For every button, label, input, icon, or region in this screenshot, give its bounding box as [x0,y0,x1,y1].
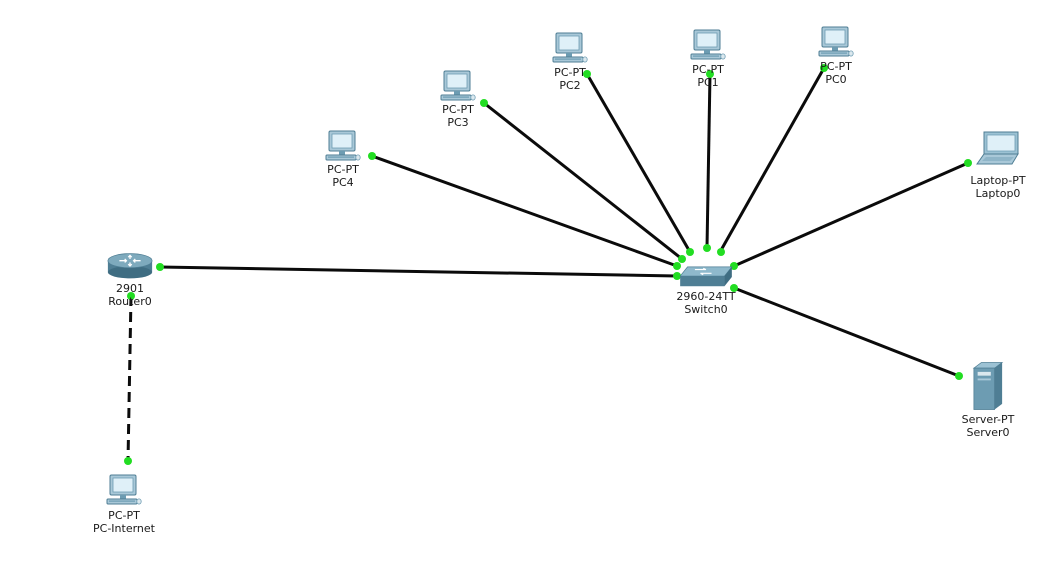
port-switch0-pc1[interactable] [703,244,711,252]
pc-icon[interactable] [552,32,588,64]
device-model-label: PC-PT [327,163,359,176]
port-switch0-pc4[interactable] [673,262,681,270]
laptop-icon[interactable] [975,130,1021,166]
device-pc-internet[interactable]: PC-PT PC-Internet [93,490,155,535]
port-switch0-router0[interactable] [673,272,681,280]
device-model-label: PC-PT [108,509,140,522]
link-switch0-laptop0[interactable] [730,159,972,270]
device-name-label: Laptop0 [975,187,1021,200]
device-name-label: PC0 [825,73,847,86]
port-pc4[interactable] [368,152,376,160]
port-switch0-laptop0[interactable] [730,262,738,270]
device-name-label: Router0 [108,295,152,308]
device-pc2[interactable]: PC-PT PC2 [570,48,571,92]
device-laptop0[interactable]: Laptop-PT Laptop0 [970,148,1026,200]
link-switch0-pc1[interactable] [703,70,714,252]
port-laptop0[interactable] [964,159,972,167]
device-pc1[interactable]: PC-PT PC1 [708,45,709,89]
port-switch0-pc3[interactable] [678,255,686,263]
device-name-label: PC-Internet [93,522,155,535]
link-switch0-pc2[interactable] [583,70,694,256]
device-name-label: PC4 [332,176,354,189]
port-router0-internet[interactable] [127,292,135,300]
device-name-label: PC1 [697,76,719,89]
device-model-label: Laptop-PT [970,174,1026,187]
router-icon[interactable] [107,252,153,280]
device-model-label: PC-PT [554,66,586,79]
device-model-label: 2960-24TT [676,290,736,303]
device-name-label: PC2 [559,79,581,92]
port-switch0-server0[interactable] [730,284,738,292]
switch-icon[interactable] [677,265,735,289]
pc-icon[interactable] [325,130,361,162]
pc-icon[interactable] [440,70,476,102]
port-pc1[interactable] [706,70,714,78]
device-model-label: PC-PT [442,103,474,116]
port-router0-switch[interactable] [156,263,164,271]
device-pc0[interactable]: PC-PT PC0 [836,42,837,86]
device-model-label: PC-PT [692,63,724,76]
pc-icon[interactable] [818,26,854,58]
pc-icon[interactable] [106,474,142,506]
device-pc4[interactable]: PC-PT PC4 [343,146,344,189]
port-pc-internet[interactable] [124,457,132,465]
port-server0[interactable] [955,372,963,380]
port-pc0[interactable] [820,64,828,72]
device-name-label: Server0 [966,426,1010,439]
link-switch0-server0[interactable] [730,284,963,380]
device-model-label: Server-PT [961,413,1015,426]
link-switch0-pc3[interactable] [480,99,686,263]
server-icon[interactable] [972,360,1004,412]
port-switch0-pc0[interactable] [717,248,725,256]
pc-icon[interactable] [690,29,726,61]
link-switch0-pc0[interactable] [717,64,828,256]
link-router0-pc-internet[interactable] [124,292,135,465]
device-model-label: PC-PT [820,60,852,73]
device-name-label: Switch0 [684,303,728,316]
device-pc3[interactable]: PC-PT PC3 [458,86,459,129]
device-model-label: 2901 [116,282,144,295]
link-switch0-router0[interactable] [156,263,681,280]
device-name-label: PC3 [447,116,469,129]
link-switch0-pc4[interactable] [368,152,681,270]
device-switch0[interactable]: 2960-24TT Switch0 [676,277,736,316]
port-pc3[interactable] [480,99,488,107]
port-pc2[interactable] [583,70,591,78]
device-server0[interactable]: Server-PT Server0 [962,386,1014,439]
device-router0[interactable]: 2901 Router0 [130,266,131,308]
port-switch0-pc2[interactable] [686,248,694,256]
